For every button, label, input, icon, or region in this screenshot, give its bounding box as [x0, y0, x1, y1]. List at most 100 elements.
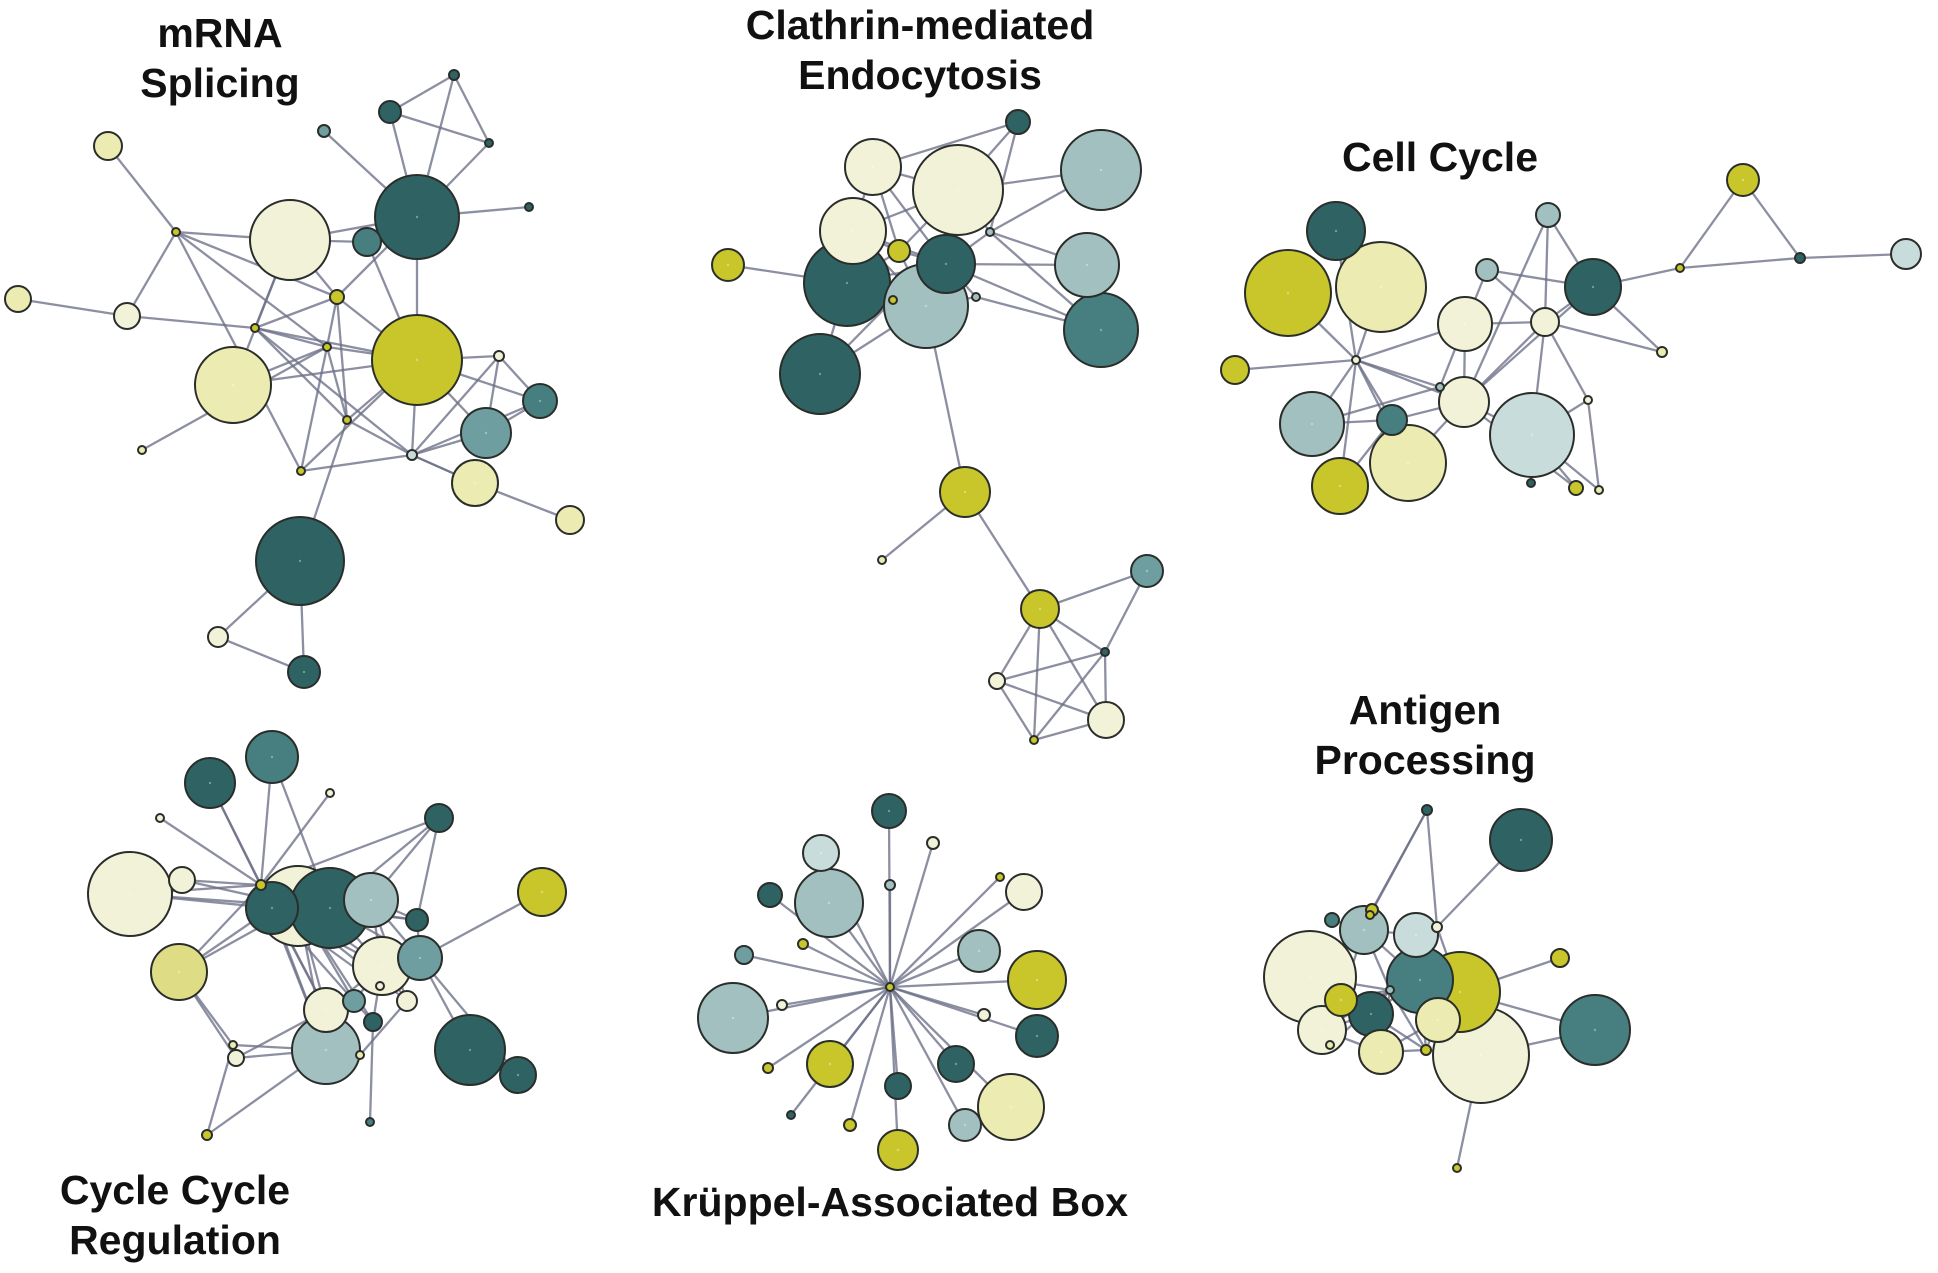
network-node — [1564, 258, 1622, 316]
network-node — [1435, 382, 1445, 392]
network-edge — [1679, 179, 1744, 269]
cluster-title-clathrin-endocytosis: Clathrin-mediated Endocytosis — [720, 0, 1120, 100]
node-center-dot — [1099, 168, 1103, 172]
title-line: Antigen — [1348, 687, 1502, 733]
network-node — [1559, 994, 1631, 1066]
node-center-dot — [1339, 998, 1343, 1002]
node-center-dot — [1591, 285, 1595, 289]
node-center-dot — [1741, 178, 1745, 182]
network-node — [325, 788, 335, 798]
node-center-dot — [1458, 990, 1462, 994]
node-center-dot — [473, 481, 477, 485]
network-node — [977, 1008, 991, 1022]
node-center-dot — [1418, 978, 1422, 982]
network-node — [1550, 948, 1570, 968]
title-line: mRNA — [157, 10, 283, 56]
network-node — [1431, 921, 1443, 933]
cluster-title-cycle-cycle-regulation: Cycle Cycle Regulation — [40, 1165, 310, 1265]
network-node — [451, 459, 499, 507]
network-node — [375, 981, 385, 991]
network-node — [1437, 296, 1493, 352]
network-node — [802, 834, 840, 872]
network-edge — [996, 679, 1107, 722]
network-edge — [452, 74, 491, 144]
node-center-dot — [731, 1016, 735, 1020]
network-node — [434, 1014, 506, 1086]
network-node — [317, 124, 331, 138]
network-node — [1100, 647, 1110, 657]
network-edge — [389, 74, 455, 113]
network-node — [168, 866, 196, 894]
network-edge — [411, 355, 500, 456]
network-node — [1220, 355, 1250, 385]
network-node — [4, 285, 32, 313]
network-node — [1526, 478, 1536, 488]
network-node — [797, 938, 809, 950]
node-center-dot — [418, 956, 422, 960]
network-edge — [1234, 358, 1357, 372]
node-center-dot — [1463, 322, 1467, 326]
network-node — [1324, 912, 1340, 928]
network-node — [184, 757, 236, 809]
node-center-dot — [415, 358, 419, 362]
network-edge — [888, 842, 935, 988]
network-node — [819, 197, 887, 265]
node-center-dot — [896, 1148, 900, 1152]
node-center-dot — [1362, 928, 1366, 932]
network-node — [255, 516, 345, 606]
network-node — [1324, 983, 1358, 1017]
network-node — [342, 989, 366, 1013]
node-center-dot — [1530, 433, 1534, 437]
node-center-dot — [231, 383, 235, 387]
network-node — [137, 445, 147, 455]
network-node — [888, 295, 898, 305]
network-node — [155, 813, 165, 823]
node-center-dot — [819, 851, 823, 855]
network-node — [227, 1049, 245, 1067]
network-node — [995, 872, 1005, 882]
node-center-dot — [1462, 400, 1466, 404]
node-center-dot — [538, 399, 542, 403]
network-node — [1087, 701, 1125, 739]
network-node — [424, 803, 454, 833]
node-center-dot — [954, 1062, 958, 1066]
network-node — [1726, 163, 1760, 197]
network-edge — [254, 327, 348, 421]
network-node — [342, 415, 352, 425]
title-line: Krüppel-Associated Box — [651, 1179, 1129, 1225]
network-node — [1365, 910, 1375, 920]
node-center-dot — [1035, 1034, 1039, 1038]
network-node — [786, 1110, 796, 1120]
network-node — [977, 1073, 1045, 1141]
network-node — [397, 935, 443, 981]
network-edge — [335, 296, 349, 421]
nodes-clathrin-endocytosis — [711, 109, 1164, 745]
network-node — [1325, 1040, 1335, 1050]
network-edge — [1370, 809, 1429, 911]
network-node — [937, 1045, 975, 1083]
network-edge — [299, 346, 329, 472]
network-node — [1015, 1014, 1059, 1058]
network-node — [322, 342, 332, 352]
network-node — [93, 131, 123, 161]
network-node — [877, 555, 887, 565]
network-node — [1475, 258, 1499, 282]
network-node — [1535, 202, 1561, 228]
nodes-cell-cycle — [1220, 163, 1922, 515]
node-center-dot — [977, 949, 981, 953]
network-node — [912, 144, 1004, 236]
network-node — [757, 882, 783, 908]
network-edge — [17, 297, 128, 318]
network-node — [1794, 252, 1806, 264]
network-node — [884, 1072, 912, 1100]
network-node — [697, 982, 769, 1054]
network-node — [1530, 307, 1560, 337]
nodes-kruppel-box — [697, 793, 1067, 1171]
network-node — [405, 908, 429, 932]
title-line: Cycle Cycle — [59, 1167, 291, 1213]
node-center-dot — [1310, 422, 1314, 426]
node-center-dot — [1334, 229, 1338, 233]
node-center-dot — [328, 906, 332, 910]
network-node — [343, 872, 399, 928]
